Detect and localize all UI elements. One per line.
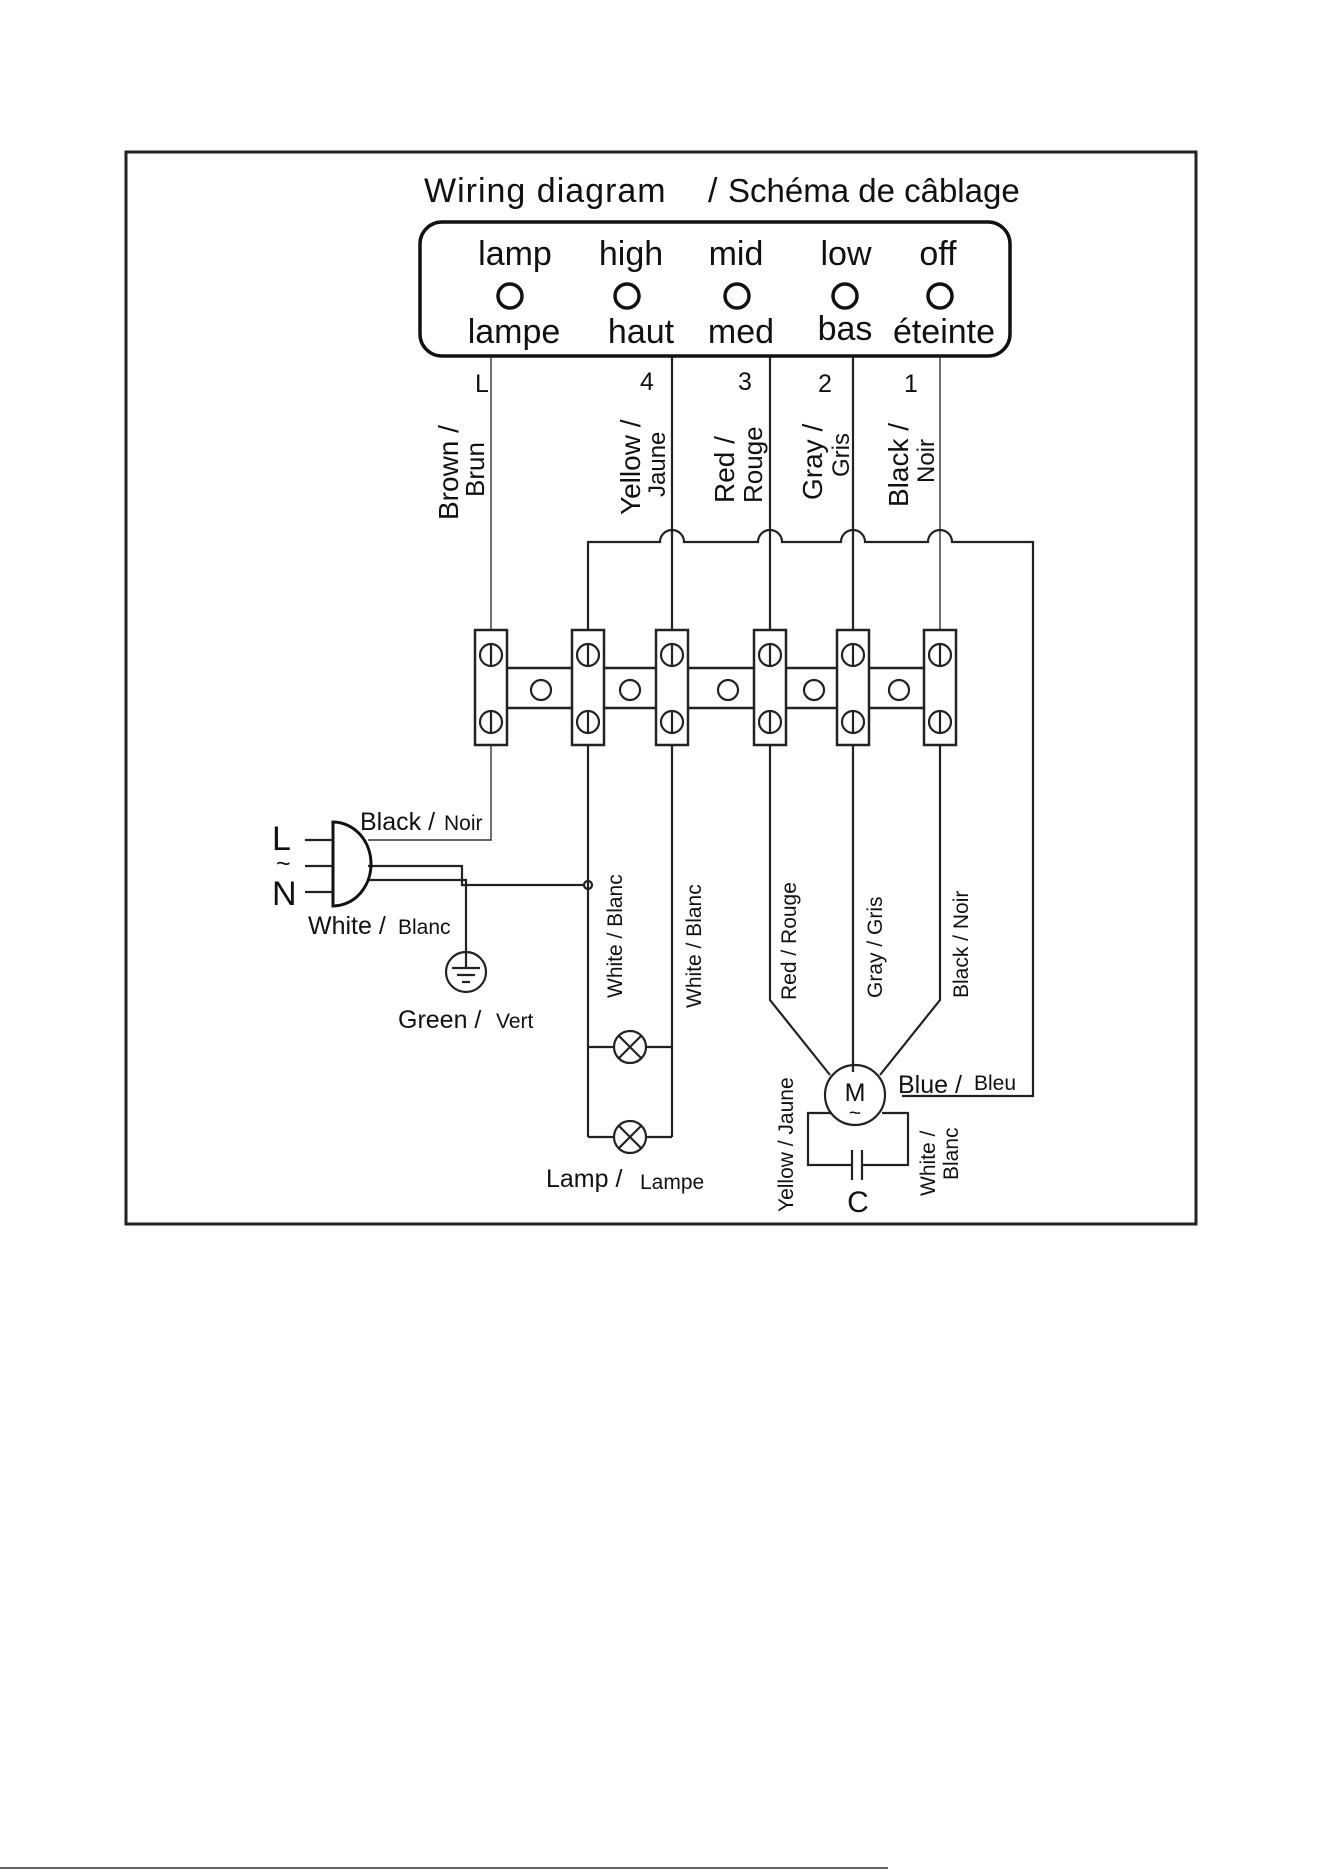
switch-label-bas: bas (818, 310, 873, 348)
plug-l-label: L (272, 820, 291, 858)
lower-wire-label-white-1: White / Blanc (604, 874, 627, 998)
plug: L ~ N Black / Noir White / Blanc Green /… (272, 808, 534, 1034)
motor-tilde: ~ (849, 1102, 861, 1125)
lamps: Lamp / Lampe (546, 1029, 704, 1194)
upper-wire-label-red-2: Rouge (738, 426, 768, 503)
switch-indicator-lamp (496, 282, 524, 310)
motor-symbol: M (845, 1079, 866, 1107)
terminal-bar (498, 666, 942, 710)
switch-label-lamp: lamp (478, 235, 552, 273)
lower-wires (368, 745, 942, 1139)
lower-wire-label-white-2: White / Blanc (683, 884, 706, 1008)
upper-wire-label-black-1: Black / (883, 423, 914, 507)
plug-black-wire-en: Black / (360, 808, 435, 836)
bar-hole-1 (529, 678, 553, 702)
title-english: Wiring diagram (424, 172, 667, 210)
upper-wire-label-yellow-1: Yellow / (615, 419, 646, 515)
lamp-icon-2 (612, 1119, 648, 1155)
switch-label-med: med (708, 313, 774, 351)
motor-blue-wire-en: Blue / (898, 1071, 962, 1099)
switch-label-low: low (820, 235, 871, 273)
upper-wires (490, 357, 1035, 1098)
switch-indicator-low (831, 282, 859, 310)
bus-wire (586, 528, 1035, 1098)
switch-indicator-high (613, 282, 641, 310)
terminal-label-2: 2 (818, 370, 832, 398)
upper-wire-label-gray-1: Gray / (797, 424, 828, 500)
switch-label-off: off (919, 235, 957, 273)
title-french: Schéma de câblage (728, 172, 1020, 209)
plug-tilde: ~ (276, 850, 291, 878)
motor-white-wire-1: White / (917, 1130, 940, 1196)
upper-wire-labels: Brown / Brun Yellow / Jaune Red / Rouge … (433, 419, 940, 520)
plug-body (331, 820, 373, 908)
diagram-frame (124, 150, 1198, 1226)
bar-hole-4 (802, 678, 826, 702)
terminal-column-bus (570, 628, 606, 747)
wire-white-ground (368, 878, 468, 952)
terminal-label-3: 3 (738, 368, 752, 396)
wire-white-neutral (368, 864, 588, 887)
plug-white-wire-fr: Blanc (398, 916, 451, 939)
capacitor-label: C (847, 1186, 869, 1219)
wire-red-motor (768, 745, 831, 1076)
upper-wire-label-yellow-2: Jaune (644, 432, 671, 497)
plug-black-wire-fr: Noir (444, 812, 483, 835)
terminal-column-4 (654, 628, 690, 747)
bar-hole-2 (618, 678, 642, 702)
terminal-column-l (473, 628, 509, 747)
motor-blue-wire-fr: Bleu (974, 1072, 1016, 1095)
switch-label-haut: haut (608, 313, 675, 351)
switch-label-lampe: lampe (468, 313, 561, 351)
plug-n-label: N (272, 875, 297, 913)
terminal-column-1 (922, 628, 958, 747)
ground-label-en: Green / (398, 1006, 481, 1034)
terminal-column-2 (835, 628, 871, 747)
terminal-block (473, 628, 958, 747)
switch-label-eteinte: éteinte (893, 313, 995, 351)
switch-indicator-off (926, 282, 954, 310)
motor: M ~ C Blue / Bleu Yellow / Jaune White /… (775, 1063, 1016, 1219)
title-separator: / (708, 172, 718, 210)
switch-panel-outline (418, 220, 1012, 358)
lamp-label-en: Lamp / (546, 1165, 622, 1193)
upper-wire-label-gray-2: Gris (828, 433, 855, 477)
bar-hole-5 (887, 678, 911, 702)
switch-panel: lamp high mid low off lampe haut med bas… (418, 220, 1012, 358)
wire-black-motor (879, 745, 942, 1076)
wire-black-to-plug (368, 745, 492, 841)
plug-white-wire-en: White / (308, 912, 386, 940)
terminal-label-4: 4 (640, 368, 654, 396)
motor-icon (823, 1063, 887, 1127)
lower-wire-label-red: Red / Rouge (778, 882, 801, 1000)
lower-wire-labels: White / Blanc White / Blanc Red / Rouge … (604, 874, 973, 1008)
bar-hole-3 (716, 678, 740, 702)
terminal-label-1: 1 (904, 370, 918, 398)
switch-indicator-mid (723, 282, 751, 310)
terminal-column-3 (752, 628, 788, 747)
lamp-label-fr: Lampe (640, 1171, 704, 1194)
ground-label-fr: Vert (496, 1010, 534, 1033)
lower-wire-label-gray: Gray / Gris (864, 896, 887, 998)
lamp-icon-1 (612, 1029, 648, 1065)
upper-wire-label-black-2: Noir (913, 439, 940, 483)
upper-wire-label-brown-1: Brown / (433, 425, 464, 520)
switch-label-high: high (599, 235, 663, 273)
lower-wire-label-black: Black / Noir (950, 891, 973, 998)
motor-white-wire-2: Blanc (940, 1127, 963, 1180)
capacitor-loop (806, 1111, 910, 1167)
terminal-label-l: L (475, 370, 489, 398)
upper-wire-label-red-1: Red / (709, 436, 740, 503)
upper-wire-label-brown-2: Brun (460, 442, 490, 497)
switch-label-mid: mid (709, 235, 764, 273)
motor-yellow-wire: Yellow / Jaune (775, 1077, 798, 1212)
